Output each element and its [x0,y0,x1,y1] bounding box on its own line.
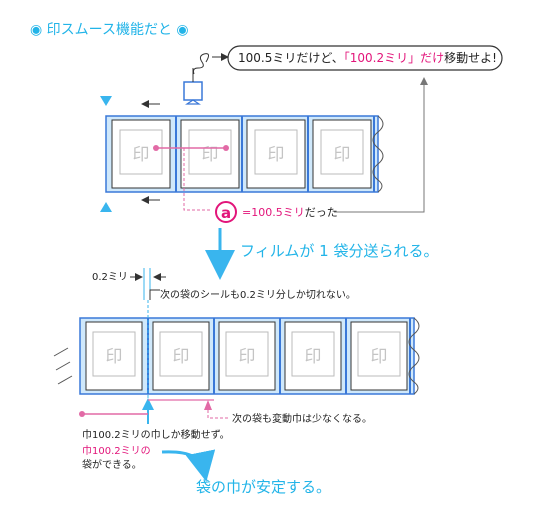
bottom-marker-triangle [142,398,154,410]
conclusion-text: 袋の巾が安定する。 [196,478,331,496]
marker-a-label: a [221,204,231,222]
top-film-strip: 印 印 印 印 [105,115,384,193]
result-red-text: 巾100.2ミリの [82,444,151,457]
stamp-char-2: 印 [202,145,219,165]
gap-note: 次の袋のシールも0.2ミリ分しか切れない。 [160,288,356,301]
stamp-char-6: 印 [173,347,190,367]
stamp-char-5: 印 [106,347,123,367]
stamp-char-7: 印 [239,347,256,367]
stamp-char-4: 印 [334,145,351,165]
stamp-char-1: 印 [133,145,150,165]
move-note: 巾100.2ミリの巾しか移動せず。 [82,428,230,441]
speech-part3: 移動せよ! [444,51,497,65]
title-text: ◉ 印スムース機能だと ◉ [30,22,189,38]
speech-part2: 「100.2ミリ」だけ [344,51,444,65]
measure-a-value: =100.5ミリ [242,206,305,219]
speech-text: 100.5ミリだけど、「100.2ミリ」だけ移動せよ! [238,51,497,65]
top-marker-triangle-up [100,96,112,106]
feedback-arrow [334,77,428,213]
speech-part1: 100.5ミリだけど、 [238,51,344,65]
top-measure-line [153,145,229,211]
bottom-film-strip: 印 印 印 印 印 [79,317,420,395]
stamp-char-3: 印 [268,145,285,165]
stamp-char-8: 印 [305,347,322,367]
gap-note-leader [149,289,160,300]
measure-a-text: =100.5ミリだった [242,206,338,219]
film-moves-text: フィルムが 1 袋分送られる。 [240,242,438,260]
bottom-measure-line [79,399,228,419]
motion-lines-icon [53,347,73,385]
conclusion-arrow [161,449,216,482]
sensor-icon [183,53,210,105]
stamp-char-9: 印 [371,347,388,367]
gap-label: 0.2ミリ [92,272,128,283]
top-marker-triangle-down [100,202,112,212]
measure-a-suffix: だった [305,206,338,219]
result-black-text: 袋ができる。 [82,458,142,471]
marker-a-icon [215,201,237,223]
next-bag-note: 次の袋も変動巾は少なくなる。 [232,412,372,425]
